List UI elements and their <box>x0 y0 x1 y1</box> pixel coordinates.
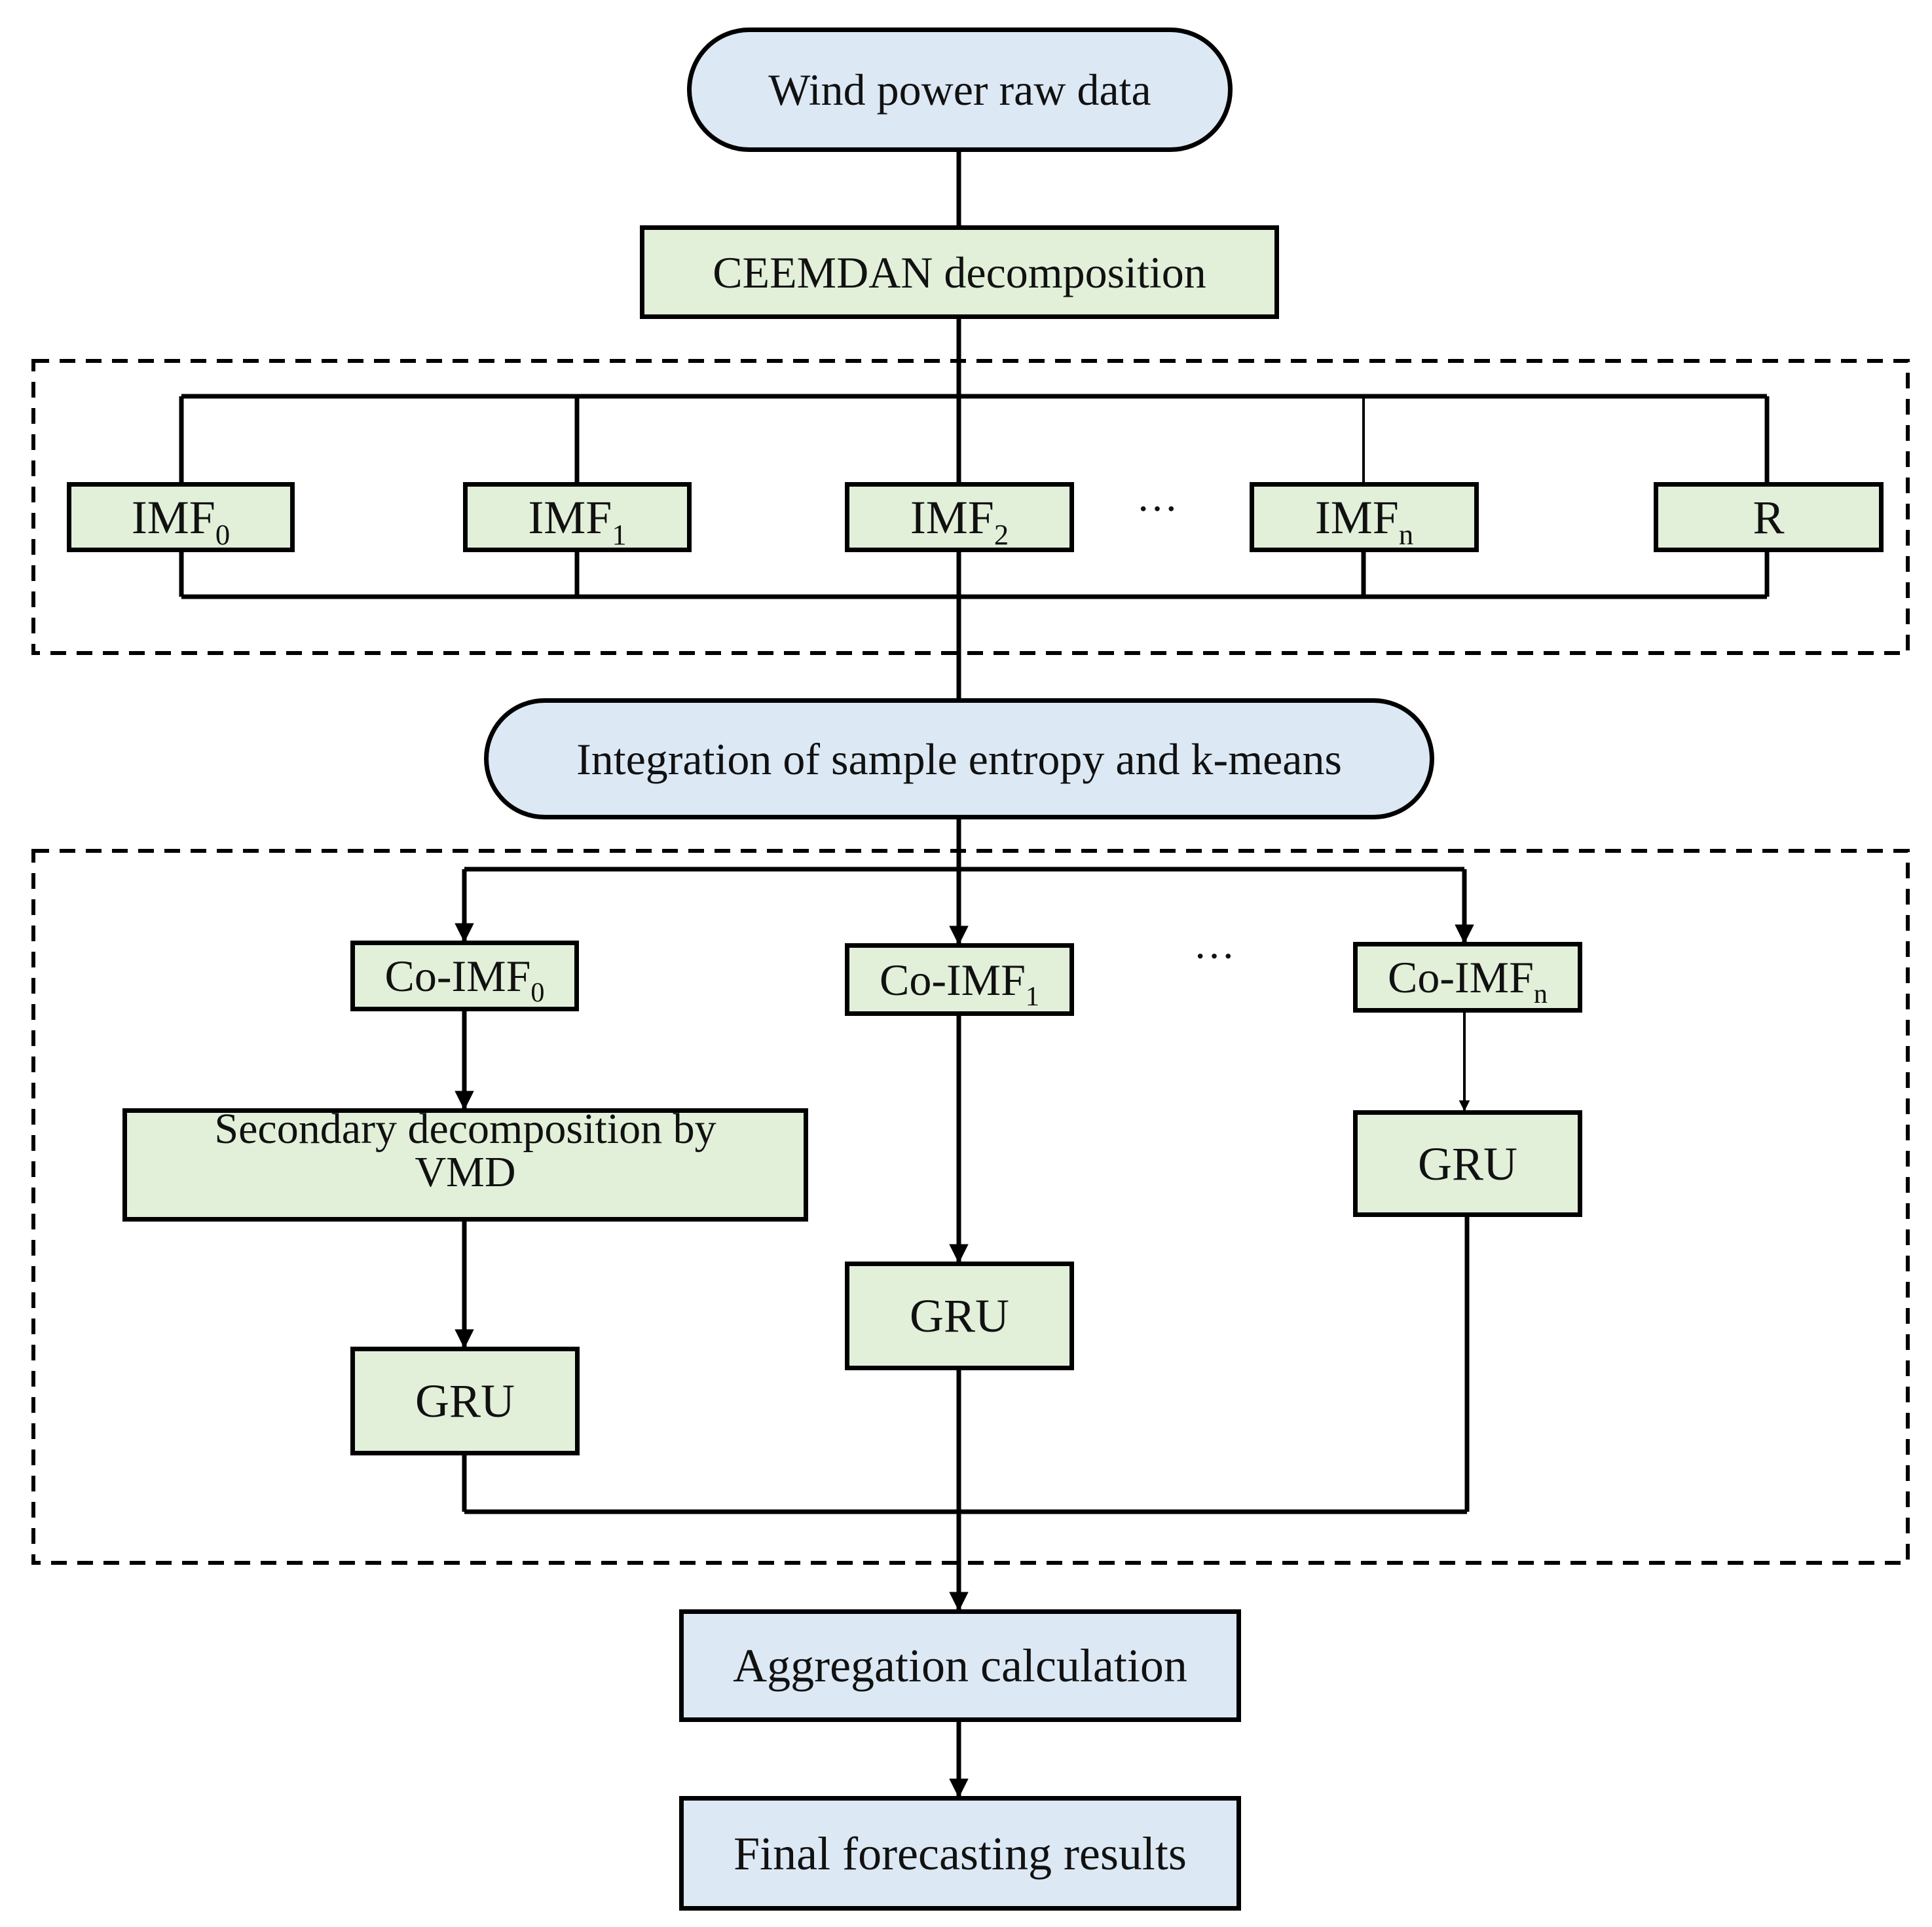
residual-r-node: R <box>1654 482 1884 552</box>
ceemdan-decomposition-node: CEEMDAN decomposition <box>640 225 1279 319</box>
gru-node-co-imfn: GRU <box>1353 1110 1582 1217</box>
co-imf-group-frame <box>31 849 1910 1565</box>
secondary-decomposition-vmd-node: Secondary decomposition by VMD <box>122 1108 808 1222</box>
co-imf-ellipsis: ··· <box>1193 933 1235 979</box>
imf-group-frame <box>31 359 1910 655</box>
imfn-node: IMFn <box>1250 482 1479 552</box>
co-imf0-node: Co-IMF0 <box>350 941 579 1011</box>
imf1-node: IMF1 <box>463 482 692 552</box>
gru-node-co-imf1: GRU <box>845 1262 1074 1370</box>
co-imf1-node: Co-IMF1 <box>845 943 1074 1016</box>
integration-node: Integration of sample entropy and k-mean… <box>484 698 1434 819</box>
imf-ellipsis: ··· <box>1136 485 1178 532</box>
final-forecasting-results-node: Final forecasting results <box>679 1796 1241 1911</box>
imf0-node: IMF0 <box>67 482 295 552</box>
imf2-node: IMF2 <box>845 482 1074 552</box>
aggregation-calculation-node: Aggregation calculation <box>679 1609 1241 1722</box>
co-imfn-node: Co-IMFn <box>1353 942 1582 1013</box>
gru-node-co-imf0: GRU <box>350 1347 580 1455</box>
wind-power-raw-data-node: Wind power raw data <box>687 28 1233 152</box>
